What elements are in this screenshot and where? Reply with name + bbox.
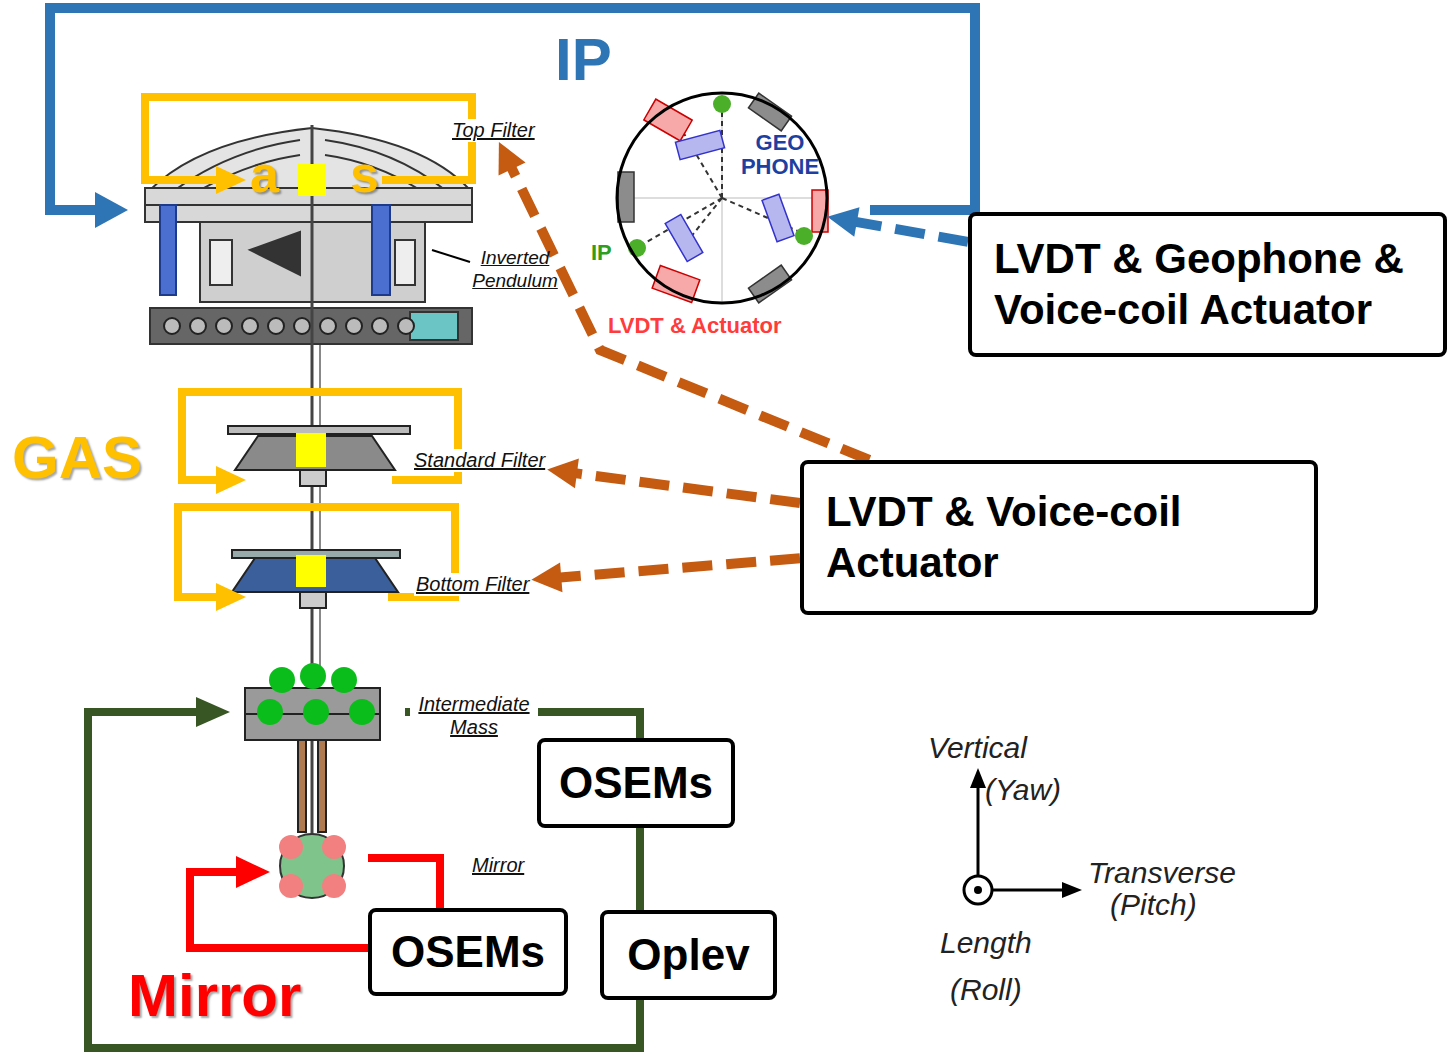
connector xyxy=(547,459,800,504)
axis-label: (Roll) xyxy=(950,975,1022,1005)
filter-label: Top Filter xyxy=(450,119,537,142)
arrow-head xyxy=(1062,882,1082,898)
top-filter-drawing xyxy=(145,128,472,344)
axis-dot xyxy=(974,886,982,894)
node-text: Top Filter xyxy=(452,119,535,142)
standard-filter-drawing xyxy=(228,426,410,486)
oplev-box: Oplev xyxy=(600,910,777,1000)
loop-label: a xyxy=(250,148,279,200)
arrow-head xyxy=(499,142,526,176)
node-text: Oplev xyxy=(627,929,749,982)
node-text: Mirror xyxy=(472,854,524,877)
intermediate-mass-drawing xyxy=(245,688,380,832)
connector-line xyxy=(557,558,800,577)
arrow-head xyxy=(547,459,579,489)
loop-label: IP xyxy=(555,30,612,90)
gas-control-loop xyxy=(145,97,472,597)
arrow-head xyxy=(827,207,859,237)
arrow-head xyxy=(196,697,230,727)
connector-line xyxy=(573,473,800,503)
sensor-actuator-box: LVDT & Voice-coil Actuator xyxy=(800,460,1318,615)
loop-label: Mirror xyxy=(128,966,301,1026)
mirror-label: Mirror xyxy=(470,854,526,877)
top-view-drawing xyxy=(618,93,828,303)
node-text: Intermediate Mass xyxy=(412,693,536,739)
connector xyxy=(531,558,800,592)
connector-line xyxy=(853,221,968,242)
node-text: OSEMs xyxy=(391,926,545,979)
filter-label: Standard Filter xyxy=(412,449,547,472)
node-text: LVDT & Voice-coil Actuator xyxy=(826,487,1300,588)
gas-sensor-mark xyxy=(296,164,326,587)
mass-label: Intermediate Mass xyxy=(410,693,538,739)
node-text: Bottom Filter xyxy=(416,573,529,596)
top-view-label: GEO PHONE xyxy=(733,131,827,179)
base-plate-holes xyxy=(164,318,414,334)
osem-dots xyxy=(257,663,375,725)
loop-label: GAS xyxy=(12,428,142,488)
node-text: LVDT & Geophone & Voice-coil Actuator xyxy=(994,234,1433,335)
arrow-head xyxy=(236,856,270,888)
loop-label: s xyxy=(350,148,379,200)
top-view-label: IP xyxy=(591,241,612,265)
node-text: Standard Filter xyxy=(414,449,545,472)
sensor-actuator-box: LVDT & Geophone & Voice-coil Actuator xyxy=(968,212,1447,357)
circle-outline xyxy=(615,91,829,305)
axis-label: (Pitch) xyxy=(1110,890,1197,920)
connector xyxy=(827,207,968,242)
axis-label: (Yaw) xyxy=(985,775,1061,805)
ip-control-loop xyxy=(50,8,975,210)
axis-label: Transverse xyxy=(1088,858,1236,888)
top-view-circle: GEO PHONEIPLVDT & Actuator xyxy=(615,91,829,305)
node-text: OSEMs xyxy=(559,757,713,810)
arrow-head xyxy=(970,768,986,788)
part-label: Inverted Pendulum xyxy=(465,247,565,293)
osem-box: OSEMs xyxy=(537,738,735,828)
connector xyxy=(499,142,870,460)
osem-box: OSEMs xyxy=(368,908,568,996)
leader-line xyxy=(432,250,470,262)
arrow-head xyxy=(531,562,562,592)
arrow-head xyxy=(95,192,128,228)
top-view-label: LVDT & Actuator xyxy=(608,314,782,338)
connector-line xyxy=(510,165,869,460)
arrow-head xyxy=(216,166,246,611)
axis-label: Vertical xyxy=(928,733,1027,763)
filter-label: Bottom Filter xyxy=(414,573,531,596)
axis-label: Length xyxy=(940,928,1032,958)
bottom-filter-drawing xyxy=(232,550,400,608)
mirror-drawing xyxy=(279,834,346,898)
